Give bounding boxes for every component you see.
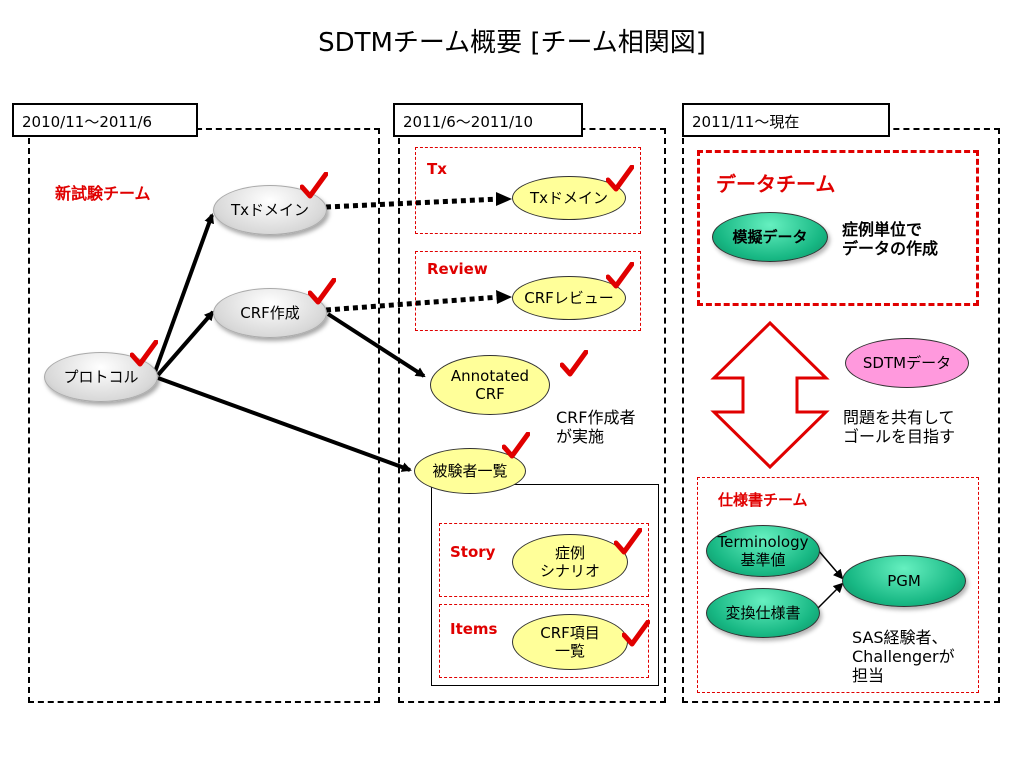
subject-list-group-box xyxy=(431,484,659,686)
share-goal-note-line1: 問題を共有して xyxy=(843,408,955,427)
arrow-protocol-to-crf xyxy=(156,310,215,377)
dotted-arrow-tx-head xyxy=(496,192,512,206)
checkmark-icon xyxy=(130,340,158,367)
story-group-box xyxy=(439,523,649,597)
sas-note-line2: Challengerが xyxy=(852,647,955,667)
node-protocol: プロトコル xyxy=(44,352,158,402)
page-title: SDTMチーム概要 [チーム相関図] xyxy=(318,28,706,58)
node-annotated-crf: Annotated CRF xyxy=(430,355,550,415)
checkmark-icon xyxy=(300,172,328,199)
checkmark-icon xyxy=(560,350,588,377)
mock-data-note: 症例単位で データの作成 xyxy=(842,220,938,258)
node-crf-review-text: CRFレビュー xyxy=(524,289,614,307)
data-team-label: データチーム xyxy=(716,172,836,196)
crf-author-note-line1: CRF作成者 xyxy=(556,408,636,427)
node-crf-create-text: CRF作成 xyxy=(240,304,300,322)
phase2-label: 2011/6～2011/10 xyxy=(393,103,583,137)
mock-data-note-line1: 症例単位で xyxy=(842,220,923,239)
share-goal-note-line2: ゴールを目指す xyxy=(843,427,956,447)
node-sdtm-data: SDTMデータ xyxy=(845,338,969,388)
sas-note-line3: 担当 xyxy=(852,666,885,686)
node-mock-data: 模擬データ xyxy=(712,212,828,262)
arrow-protocol-to-subject-list xyxy=(157,376,412,472)
node-conversion-spec: 変換仕様書 xyxy=(706,588,820,638)
arrow-protocol-to-tx xyxy=(153,213,214,373)
node-crf-create: CRF作成 xyxy=(213,288,327,338)
node-terminology-line2: 基準値 xyxy=(740,551,786,569)
crf-author-note-line2: が実施 xyxy=(556,427,605,447)
phase1-frame xyxy=(28,128,380,703)
node-annotated-crf-line1: Annotated xyxy=(450,367,530,385)
sas-note: SAS経験者、 Challengerが 担当 xyxy=(852,628,955,686)
node-annotated-crf-line2: CRF xyxy=(475,385,505,403)
checkmark-icon xyxy=(308,278,336,305)
spec-team-label: 仕様書チーム xyxy=(718,491,808,509)
checkmark-icon xyxy=(614,528,642,555)
arrow-conversion-to-pgm xyxy=(817,582,844,609)
review-group-label: Review xyxy=(427,260,488,278)
data-team-box xyxy=(697,150,979,306)
node-tx-domain-text: Txドメイン xyxy=(230,201,310,219)
node-crf-items-list: CRF項目 一覧 xyxy=(512,614,628,670)
checkmark-icon xyxy=(502,432,530,459)
dotted-arrow-tx xyxy=(325,196,501,210)
new-study-team-label: 新試験チーム xyxy=(55,184,151,203)
node-case-scenario-line1: 症例 xyxy=(554,544,585,562)
crf-author-note: CRF作成者 が実施 xyxy=(556,408,636,446)
arrow-terminology-to-pgm xyxy=(817,549,844,580)
node-protocol-text: プロトコル xyxy=(63,368,139,386)
tx-group-box xyxy=(415,147,641,234)
checkmark-icon xyxy=(606,262,634,289)
spec-team-box xyxy=(697,477,979,693)
items-group-label: Items xyxy=(450,620,498,638)
checkmark-icon xyxy=(606,165,634,192)
node-terminology: Terminology 基準値 xyxy=(706,525,820,577)
dotted-arrow-review-head xyxy=(496,290,512,304)
arrow-crf-to-annotated xyxy=(326,312,426,378)
node-case-scenario: 症例 シナリオ xyxy=(512,534,628,590)
share-goal-note: 問題を共有して ゴールを目指す xyxy=(843,408,955,446)
phase3-label: 2011/11～現在 xyxy=(682,103,890,137)
dotted-arrow-review xyxy=(325,294,501,313)
story-group-label: Story xyxy=(450,543,496,561)
node-crf-items-list-line2: 一覧 xyxy=(554,642,585,660)
phase1-label: 2010/11～2011/6 xyxy=(12,103,198,137)
node-terminology-line1: Terminology xyxy=(717,533,809,551)
mock-data-note-line2: データの作成 xyxy=(842,239,939,259)
node-crf-review: CRFレビュー xyxy=(512,276,626,320)
node-tx-domain-2-text: Txドメイン xyxy=(529,189,609,207)
checkmark-icon xyxy=(622,620,650,647)
node-tx-domain-2: Txドメイン xyxy=(512,176,626,220)
items-group-box xyxy=(439,604,649,678)
sas-note-line1: SAS経験者、 xyxy=(852,628,948,647)
node-subject-list: 被験者一覧 xyxy=(414,448,526,494)
node-crf-items-list-line1: CRF項目 xyxy=(540,624,600,642)
node-pgm: PGM xyxy=(842,555,966,607)
node-case-scenario-line2: シナリオ xyxy=(539,562,600,580)
node-subject-list-text: 被験者一覧 xyxy=(432,462,508,480)
tx-group-label: Tx xyxy=(427,160,447,178)
node-conversion-spec-text: 変換仕様書 xyxy=(725,604,801,622)
node-pgm-text: PGM xyxy=(887,572,921,590)
double-arrow xyxy=(710,320,830,470)
node-sdtm-data-text: SDTMデータ xyxy=(862,354,952,372)
node-mock-data-text: 模擬データ xyxy=(732,228,808,246)
review-group-box xyxy=(415,251,641,331)
